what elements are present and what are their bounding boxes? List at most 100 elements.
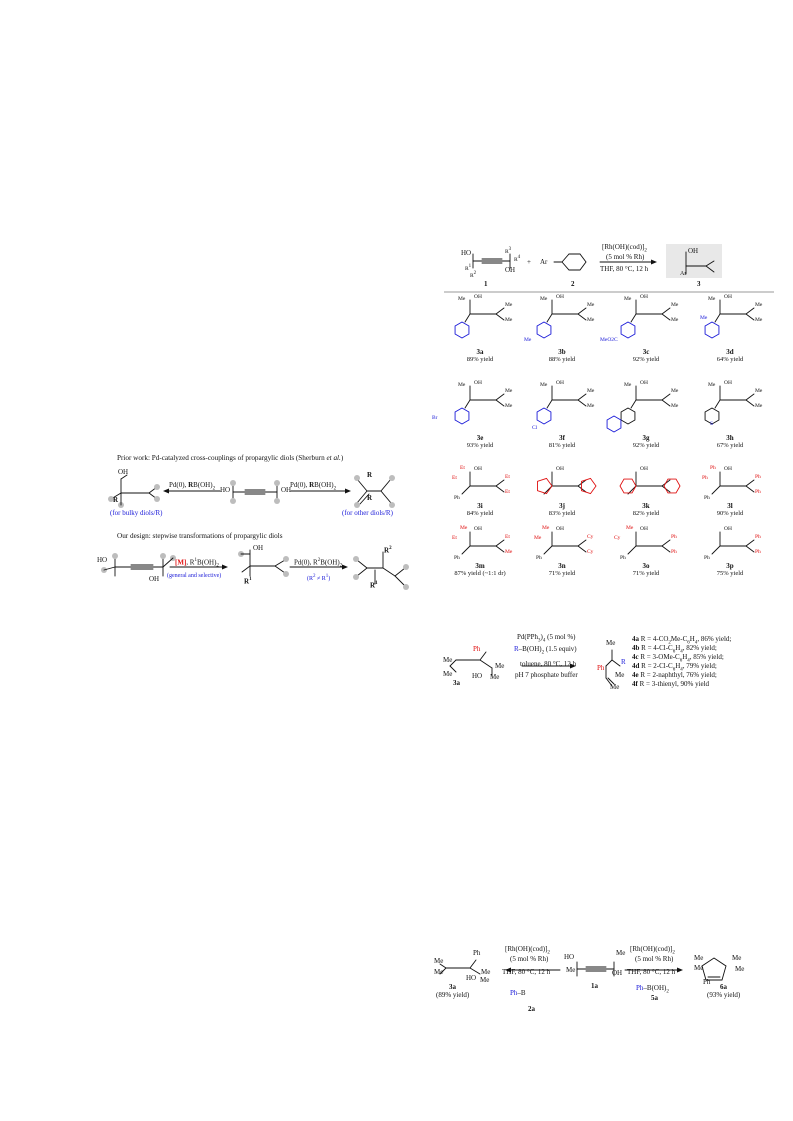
s1-ho: HO <box>461 249 472 257</box>
cpl-ho: HO <box>472 672 483 680</box>
other-note: (for other diols/R) <box>342 509 393 517</box>
b-6a-me-4: Me <box>735 965 745 973</box>
substituent-label: Me <box>624 382 632 388</box>
structure-3a <box>454 299 505 339</box>
structure-3d <box>704 299 755 339</box>
structure-3g <box>606 385 671 433</box>
substituent-label: Ph <box>710 465 716 471</box>
bond <box>661 393 671 401</box>
bond <box>495 485 505 493</box>
bond <box>661 313 671 321</box>
substituent-label: Ph <box>704 495 710 501</box>
b-3a-me-1: Me <box>434 957 444 965</box>
design-title: Our design: stepwise transformations of … <box>117 532 283 540</box>
result-text: R = 4-Cl-C <box>639 644 673 652</box>
compound-label: 3j <box>559 502 565 510</box>
bond <box>464 313 471 323</box>
b-1a-oh: OH <box>612 969 623 977</box>
compound-label: 3l <box>727 502 733 510</box>
structure-3l <box>711 471 755 495</box>
substituent-label: Me <box>755 317 763 323</box>
s3-oh: OH <box>688 247 699 255</box>
bond <box>661 307 671 315</box>
result-id: 4a <box>632 635 639 643</box>
bond <box>577 307 587 315</box>
b-1a-me-2: Me <box>616 949 626 957</box>
cpl-prod-r: R <box>621 658 626 666</box>
substituent-label: Ph <box>671 549 677 555</box>
substituent-label: Et <box>505 489 510 495</box>
bond <box>543 545 553 555</box>
bond <box>461 485 471 495</box>
substituent-label: Me <box>587 403 595 409</box>
b-3a-me-3: Me <box>481 968 491 976</box>
substituent-label: OH <box>474 294 482 300</box>
yield-label: 64% yield <box>716 356 744 363</box>
substituent-label: Ph <box>702 475 708 481</box>
top-scheme <box>472 244 722 278</box>
bond <box>711 485 721 495</box>
s1-r1: R1 <box>465 264 472 272</box>
b-reagent-5a: Ph–B(OH)2 <box>636 984 669 995</box>
compound-label: 3p <box>726 562 734 570</box>
result-text: R = 2-Cl-C <box>639 662 673 670</box>
result-text-3: H <box>682 653 688 661</box>
structure-3f <box>536 385 587 425</box>
bond <box>464 399 471 409</box>
cpl-prod-me-2: Me <box>615 671 625 679</box>
bond <box>577 313 587 321</box>
compound-label: 3m <box>475 562 485 570</box>
structure-3j <box>537 471 597 495</box>
bond <box>745 393 755 401</box>
substituent-label: OH <box>556 526 564 532</box>
yield-label: 81% yield <box>548 442 576 449</box>
result-text-4: , 86% yield; <box>697 635 732 643</box>
bond <box>546 313 553 323</box>
compound-label: 3f <box>559 434 565 442</box>
bond <box>495 393 505 401</box>
substituent-label: Me <box>524 337 532 343</box>
cpl-me-4: Me <box>490 673 500 681</box>
result-text-3: H <box>689 635 695 643</box>
compound-label: 3c <box>642 348 650 356</box>
structure-3h <box>704 385 755 425</box>
b-3a-ph: Ph <box>473 949 481 957</box>
b-cond-r-1: [Rh(OH)(cod)]2 <box>630 945 675 956</box>
yield-label: 67% yield <box>716 442 744 449</box>
label-2: 2 <box>571 280 575 288</box>
substituent-label: Me <box>505 403 513 409</box>
substituent-label: Cl <box>532 425 538 431</box>
bond <box>461 545 471 555</box>
bond <box>745 545 755 553</box>
structure-3n <box>543 531 587 555</box>
result-text-4: , 82% yield; <box>682 644 717 652</box>
substituent-label: Me <box>700 315 708 321</box>
cpl-cond-3: toluene, 80 °C, 12 h <box>520 660 577 668</box>
substituent-label: OH <box>556 466 564 472</box>
s1-r4: R4 <box>514 255 521 263</box>
cpl-prod-me-3: Me <box>610 683 620 691</box>
bottom-scheme <box>439 957 727 981</box>
general-note: (general and selective) <box>167 573 222 579</box>
b-cond-r-3: THF, 80 °C, 12 h <box>627 968 676 976</box>
coupling-scheme <box>449 649 621 687</box>
substituent-label: OH <box>474 380 482 386</box>
subscript: 2 <box>668 640 671 646</box>
b-3a-ho: HO <box>466 974 477 982</box>
bond <box>577 539 587 547</box>
cond-rh-3: THF, 80 °C, 12 h <box>600 265 649 273</box>
prior-cond-right: Pd(0), RB(OH)2 <box>290 481 337 492</box>
b-cond-l-3: THF, 80 °C, 12 h <box>502 968 551 976</box>
compound-label: 3e <box>476 434 484 442</box>
compound-label: 3o <box>642 562 650 570</box>
compound-label: 3b <box>558 348 566 356</box>
yield-label: 92% yield <box>632 442 660 449</box>
cycloalkyl-ring <box>663 478 681 494</box>
result-id: 4d <box>632 662 640 670</box>
